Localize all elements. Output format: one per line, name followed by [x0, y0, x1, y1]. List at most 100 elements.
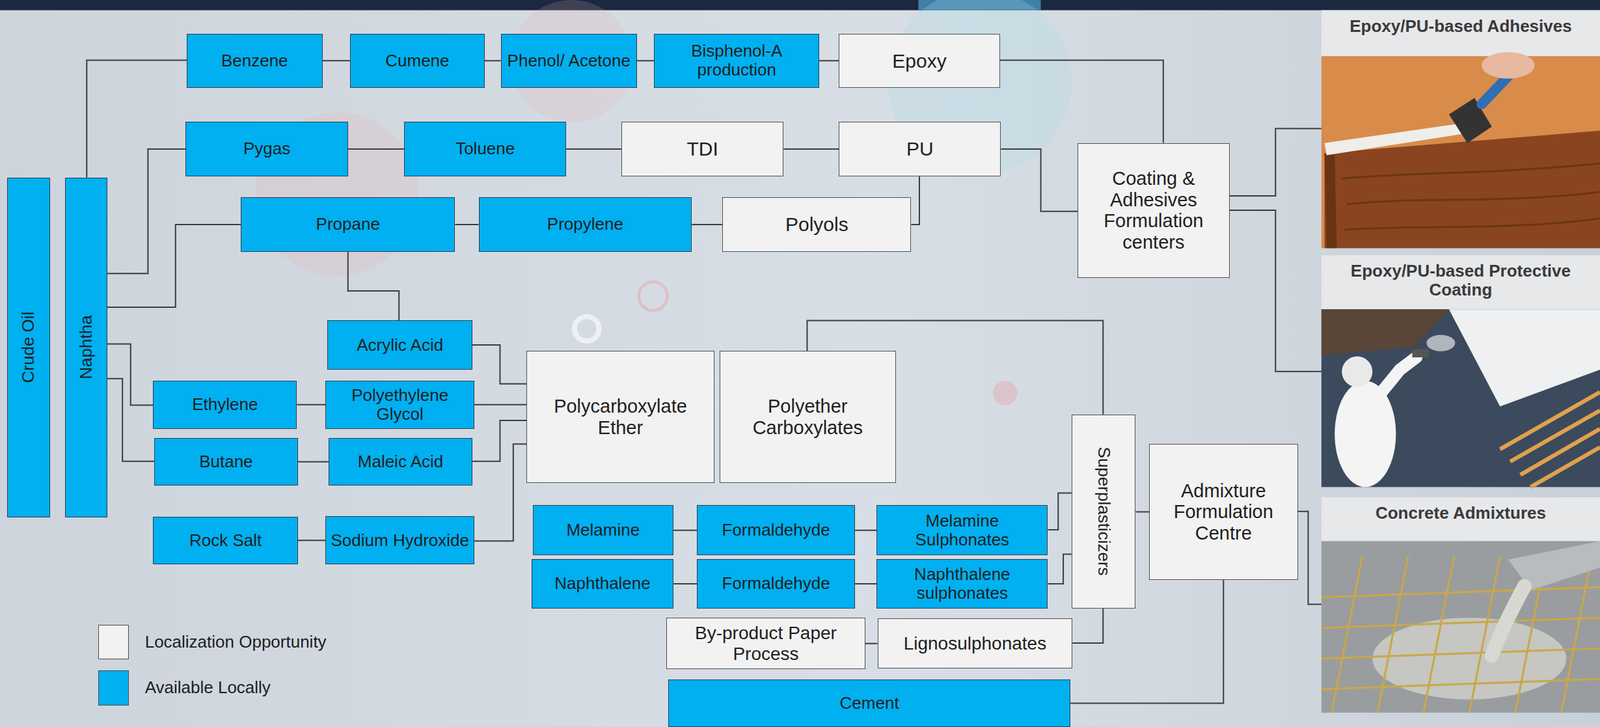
panel-header-ground: [1321, 10, 1600, 57]
process-box: Propane: [240, 197, 455, 253]
connector-line: [472, 344, 527, 384]
node-label: Butane: [199, 452, 253, 472]
top-strip: [0, 0, 1600, 11]
connector-line: [296, 404, 326, 406]
node-label: Propylene: [547, 214, 624, 234]
connector-line: [691, 223, 723, 226]
legend-row: Localization Opportunity: [98, 624, 327, 660]
worker-arm: [1372, 357, 1416, 404]
connector-line: [673, 529, 697, 531]
connector-line: [854, 583, 877, 585]
legend-row: Available Locally: [98, 670, 271, 705]
node-label: Acrylic Acid: [356, 335, 444, 355]
background-glow: [992, 380, 1018, 406]
feedstock-bar: Crude Oil: [7, 177, 51, 518]
steel-structure: [1321, 309, 1450, 356]
node-label: By-product Paper Process: [670, 622, 861, 664]
connector-line: [673, 583, 697, 585]
worker-hood: [1341, 356, 1373, 388]
connector-line: [566, 148, 622, 150]
panel-heading: Epoxy/PU-based Adhesives: [1349, 16, 1573, 36]
connector-line: [1298, 511, 1322, 605]
connector-line: [819, 59, 839, 62]
legend-swatch: [98, 670, 129, 705]
node-label: Epoxy: [892, 50, 947, 73]
spray-gun: [1411, 349, 1429, 358]
process-box: Benzene: [186, 33, 323, 88]
node-label: Naphtha: [76, 315, 96, 380]
node-label: TDI: [687, 137, 719, 161]
node-label: Cumene: [385, 51, 449, 71]
connector-line: [298, 539, 326, 541]
node-label: Naphthalene: [554, 573, 651, 593]
node-label: Polyols: [785, 213, 849, 236]
opportunity-box: Coating & Adhesives Formulation centers: [1077, 143, 1230, 278]
node-label: Phenol/ Acetone: [507, 51, 631, 71]
node-label: Rock Salt: [189, 530, 262, 550]
connector-line: [298, 461, 329, 463]
ceiling-slats: [1499, 391, 1600, 487]
opportunity-box: Polycarboxylate Ether: [526, 350, 714, 483]
node-label: Maleic Acid: [357, 452, 444, 472]
process-box: Propylene: [478, 197, 693, 253]
connector-line: [1229, 128, 1322, 197]
process-box: Naphthalene: [531, 558, 674, 608]
connector-line: [107, 343, 154, 405]
connector-line: [107, 224, 241, 308]
photo-ground: [1321, 540, 1600, 713]
connector-line: [1229, 210, 1322, 372]
process-box: Bisphenol-A production: [653, 33, 820, 88]
concrete-stream: [1491, 586, 1525, 656]
application-panel: Epoxy/PU-based Protective Coating: [1321, 255, 1600, 489]
connector-line: [454, 223, 479, 226]
hand: [1481, 52, 1535, 79]
node-label: Melamine Sulphonates: [881, 511, 1044, 550]
connector-line: [1000, 149, 1078, 212]
connector-line: [1047, 492, 1072, 529]
opportunity-box: PU: [838, 121, 1001, 177]
opportunity-box: By-product Paper Process: [666, 617, 866, 669]
worker-suit: [1334, 380, 1396, 487]
process-box: Ethylene: [152, 380, 297, 429]
feedstock-bar: Naphtha: [65, 177, 107, 518]
panel-heading: Epoxy/PU-based Protective Coating: [1325, 261, 1597, 300]
connector-line: [783, 148, 839, 150]
process-box: Butane: [154, 437, 299, 487]
node-label: Propane: [316, 214, 380, 234]
process-box: Toluene: [404, 121, 567, 177]
photo-ground: [1321, 309, 1600, 487]
legend-text: Available Locally: [145, 677, 271, 698]
spray-mist: [1426, 335, 1455, 352]
process-box: Cement: [668, 679, 1071, 727]
panel-header-ground: [1321, 255, 1600, 310]
coated-beam: [1449, 309, 1600, 407]
process-box: Acrylic Acid: [327, 320, 473, 369]
connector-line: [865, 642, 878, 645]
rebar-grid: [1321, 586, 1600, 690]
application-panel: Epoxy/PU-based Adhesives: [1321, 10, 1600, 251]
background-ring: [574, 316, 600, 341]
process-box: Formaldehyde: [696, 504, 855, 556]
concrete-photo: [1321, 540, 1600, 713]
opportunity-box: Admixture Formulation Centre: [1149, 443, 1299, 580]
node-label: Formaldehyde: [722, 520, 831, 540]
panel-heading: Concrete Admixtures: [1375, 503, 1546, 523]
process-box: Naphthalene sulphonates: [876, 558, 1048, 608]
application-panel: Concrete Admixtures: [1321, 497, 1600, 715]
connector-line: [1047, 554, 1072, 584]
connector-line: [1072, 608, 1103, 643]
node-label: Admixture Formulation Centre: [1153, 480, 1294, 544]
process-box: Polyethylene Glycol: [325, 380, 475, 429]
opportunity-box: Polyether Carboxylates: [719, 350, 896, 483]
photo-ground: [1321, 55, 1600, 248]
node-label: Crude Oil: [18, 311, 38, 384]
connector-line: [348, 148, 405, 150]
node-label: Bisphenol-A production: [658, 41, 815, 80]
background-ring: [638, 281, 668, 311]
connector-line: [910, 176, 920, 225]
wood-edge: [1324, 152, 1338, 248]
node-label: Polyether Carboxylates: [724, 395, 892, 438]
node-label: Superplasticizers: [1093, 447, 1113, 576]
